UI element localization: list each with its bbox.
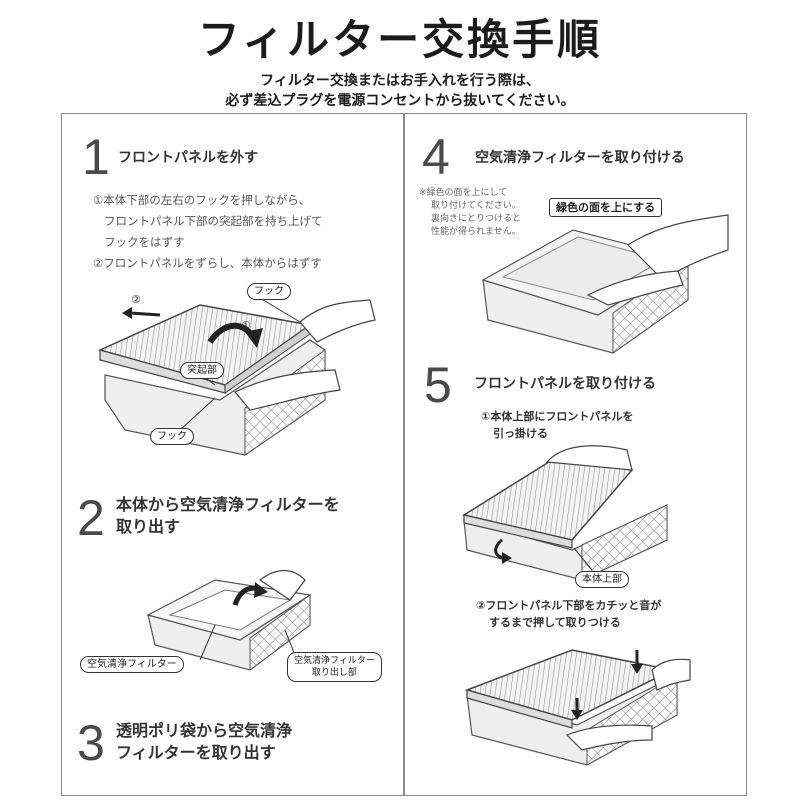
step2-title-line2: 取り出す (116, 517, 181, 536)
step4-note-1: ※緑色の面を上にして (419, 188, 508, 198)
step3-title-line2: フィルターを取り出す (116, 743, 276, 762)
step1-number: 1 (82, 129, 110, 185)
step1-instruction-3: フックをはずす (104, 235, 185, 249)
step5-sub2-line1: ②フロントパネル下部をカチッと音が (476, 599, 662, 612)
step1-illustration (97, 297, 376, 456)
callout-takeout-line2: 取り出し部 (311, 668, 357, 678)
step5-illustration-1 (462, 445, 668, 581)
step5-title: フロントパネルを取り付ける (474, 376, 656, 392)
callout-hook-top: フック (247, 283, 291, 300)
callout-body-top: 本体上部 (575, 571, 629, 588)
step5-sub2-line2: するまで押して取りつける (489, 616, 621, 629)
column-divider (403, 113, 405, 796)
step5-sub1-line1: ①本体上部にフロントパネルを (481, 410, 634, 423)
callout-protrusion: 突起部 (180, 362, 224, 379)
step4-number: 4 (422, 129, 450, 185)
step2-illustration (146, 570, 312, 671)
callout-green-side-up: 緑色の面を上にする (549, 198, 663, 217)
step1-instruction-1: ①本体下部の左右のフックを押しながら、 (93, 193, 311, 207)
callout-takeout-line1: 空気清浄フィルター (294, 656, 375, 666)
mark-2: ② (131, 293, 141, 306)
step5-number: 5 (424, 357, 452, 413)
callout-filter-takeout: 空気清浄フィルター 取り出し部 (287, 652, 382, 682)
warning-notice-line1: フィルター交換またはお手入れを行う際は、 (260, 73, 540, 89)
step2-title-line1: 本体から空気清浄フィルターを (116, 495, 340, 514)
mark-1: ① (241, 319, 251, 332)
step1-instruction-2: フロントパネル下部の突起部を持ち上げて (104, 214, 323, 228)
step1-title: フロントパネルを外す (118, 150, 258, 166)
step4-illustration (481, 214, 729, 354)
warning-notice-line2: 必ず差込プラグを電源コンセントから抜いてください。 (225, 93, 575, 109)
step4-note-2: 取り付けてください。 (431, 201, 521, 211)
step3-number: 3 (77, 715, 105, 771)
step4-note-3: 裏向きにとりつけると (431, 214, 522, 224)
step4-note-4: 性能が得られません。 (431, 227, 521, 237)
step3-title-line1: 透明ポリ袋から空気清浄 (116, 721, 293, 740)
callout-filter: 空気清浄フィルター (80, 656, 184, 673)
page-title: フィルター交換手順 (197, 15, 603, 64)
step4-title: 空気清浄フィルターを取り付ける (475, 150, 685, 166)
step5-sub1-line2: 引っ掛ける (493, 427, 548, 440)
step2-number: 2 (77, 490, 105, 546)
callout-hook-bottom: フック (150, 428, 194, 445)
step5-illustration-2 (464, 649, 691, 766)
step1-instruction-4: ②フロントパネルをずらし、本体からはずす (93, 256, 322, 270)
